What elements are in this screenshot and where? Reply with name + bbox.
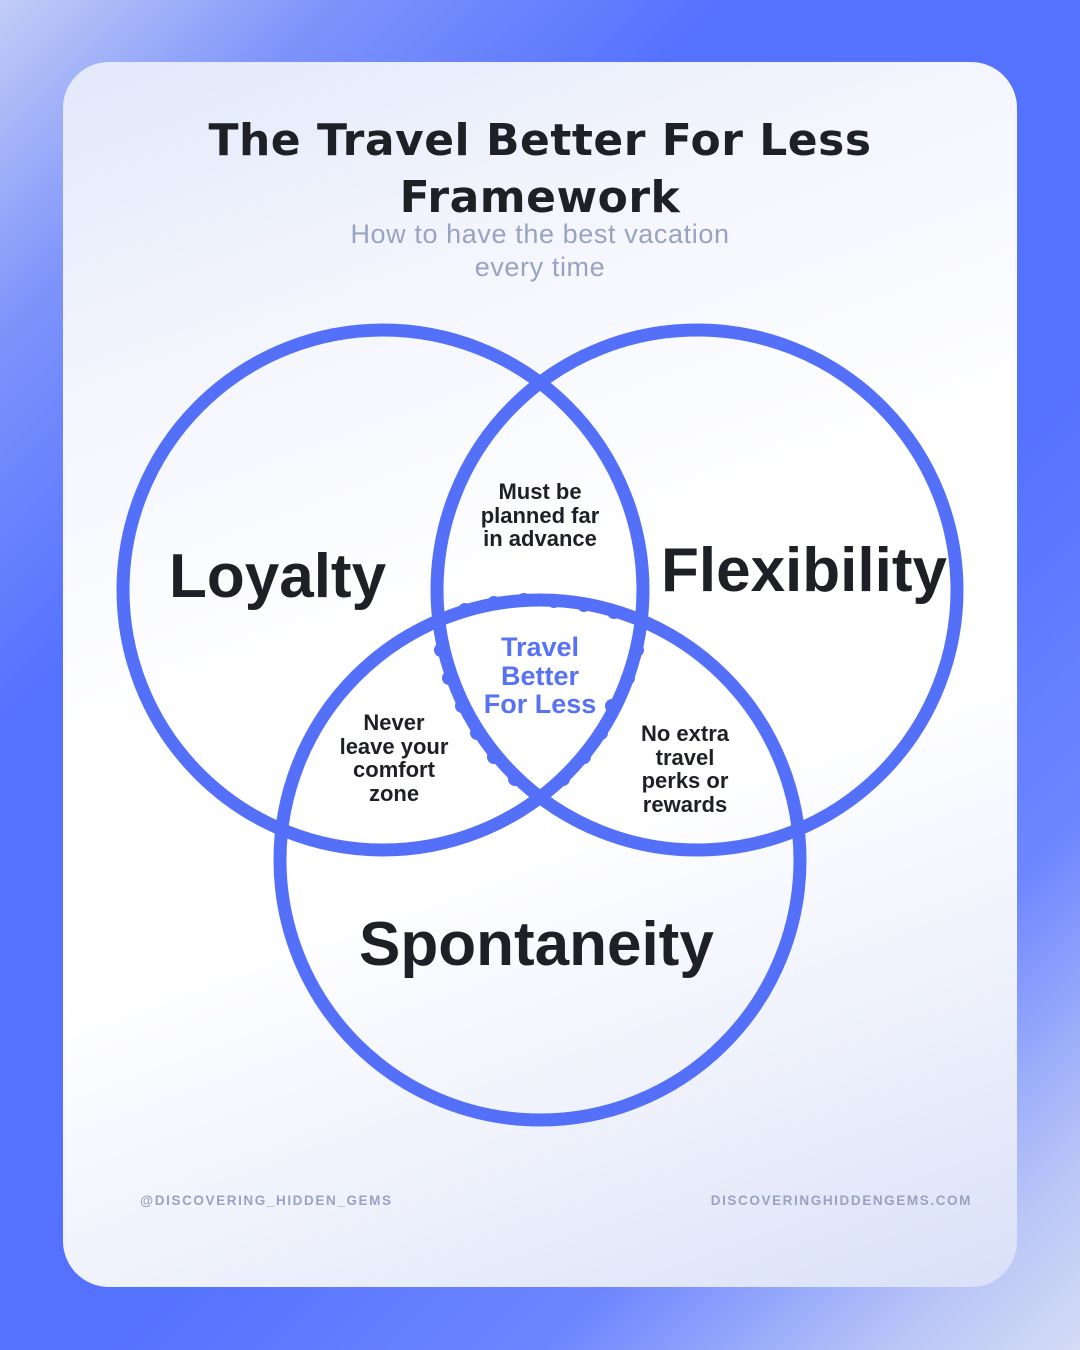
outline-dot <box>458 603 472 617</box>
outline-dot <box>442 671 456 685</box>
title-line-2: Framework <box>399 172 681 223</box>
subtitle-line-2: every time <box>474 252 606 282</box>
intersection-loyalty-spontaneity: Never leave your comfort zone <box>339 710 449 806</box>
title-line-1: The Travel Better For Less <box>208 115 872 166</box>
outline-dot <box>455 699 469 713</box>
center-label: Travel Better For Less <box>483 632 597 719</box>
subtitle-line-1: How to have the best vacation <box>350 219 730 249</box>
outline-dot <box>487 750 501 764</box>
outline-dot <box>556 772 570 786</box>
label-spontaneity: Spontaneity <box>359 910 714 979</box>
circle-flexibility <box>430 323 964 857</box>
outline-dot <box>607 605 621 619</box>
circle-spontaneity <box>273 593 807 1127</box>
label-flexibility: Flexibility <box>661 536 947 605</box>
circle-loyalty <box>116 323 650 857</box>
outline-dot <box>577 598 591 612</box>
page-title: The Travel Better For Less Framework <box>63 112 1017 226</box>
outline-dot <box>434 643 448 657</box>
social-handle: @DISCOVERING_HIDDEN_GEMS <box>140 1193 393 1208</box>
outline-dot <box>621 671 635 685</box>
framework-card: The Travel Better For Less Framework How… <box>63 62 1017 1287</box>
intersection-flexibility-spontaneity: No extra travel perks or rewards <box>640 721 730 817</box>
outline-dot <box>605 699 619 713</box>
outline-dot <box>517 593 531 607</box>
outline-dot <box>630 643 644 657</box>
intersection-loyalty-flexibility: Must be planned far in advance <box>480 479 600 551</box>
center-dotted-outline <box>434 593 644 786</box>
outline-dot <box>470 726 484 740</box>
outline-dot <box>577 750 591 764</box>
page-subtitle: How to have the best vacation every time <box>63 218 1017 284</box>
outline-dot <box>487 596 501 610</box>
outline-dot <box>547 594 561 608</box>
outline-dot <box>594 726 608 740</box>
outline-dot <box>508 772 522 786</box>
website-link[interactable]: DISCOVERINGHIDDENGEMS.COM <box>710 1193 972 1208</box>
label-loyalty: Loyalty <box>169 542 387 611</box>
venn-diagram <box>116 323 964 1127</box>
